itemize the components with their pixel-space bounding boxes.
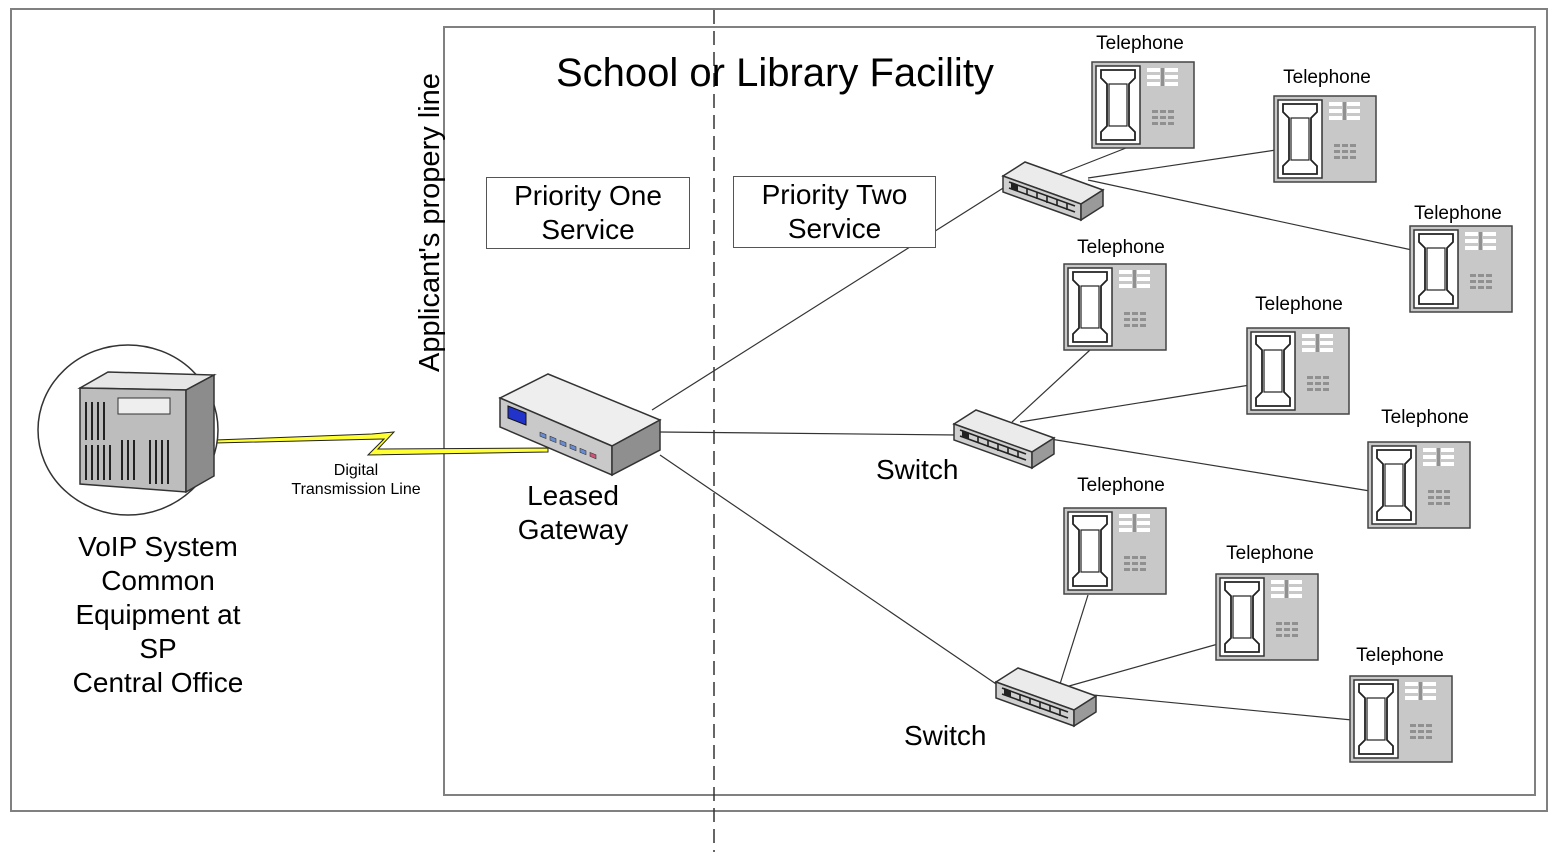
priority-two-line1: Priority Two: [761, 179, 908, 211]
central-office-line-4: SP: [139, 633, 177, 664]
central-office-server-icon: [77, 371, 217, 494]
leased-gateway-icon: [498, 373, 662, 477]
central-office-line-2: Common: [101, 565, 215, 596]
facility-title: School or Library Facility: [556, 51, 994, 95]
telephone-label-9: Telephone: [1356, 645, 1444, 666]
central-office-line-5: Central Office: [72, 667, 244, 698]
central-office-line-3: Equipment at: [75, 599, 241, 630]
central-office-line-1: VoIP System: [78, 531, 238, 562]
telephone-icon-5: [1246, 327, 1350, 415]
link-gateway-switch3: [659, 454, 1003, 689]
gateway-line1: Leased: [527, 480, 619, 511]
link-switch3-phone7: [1059, 594, 1089, 685]
facility-frame: [443, 26, 1536, 796]
link-switch2-phone6: [1037, 436, 1371, 492]
transmission-line1: Digital: [333, 462, 379, 479]
telephone-label-6: Telephone: [1381, 407, 1469, 428]
switch-icon-1: [1002, 161, 1104, 221]
telephone-label-4: Telephone: [1077, 237, 1165, 258]
telephone-label-3: Telephone: [1414, 203, 1502, 224]
link-switch1-phone1: [1059, 147, 1127, 175]
gateway-label: Leased Gateway: [518, 479, 629, 547]
property-line-label: Applicant's propery line: [414, 73, 446, 372]
link-gateway-switch1: [651, 184, 1009, 411]
telephone-label-8: Telephone: [1226, 543, 1314, 564]
gateway-line2: Gateway: [517, 514, 629, 545]
link-switch3-phone8: [1061, 643, 1219, 689]
transmission-label: Digital Transmission Line: [291, 461, 420, 499]
link-gateway-switch2: [659, 431, 959, 436]
priority-one-line1: Priority One: [514, 180, 662, 212]
priority-one-box: Priority One Service: [486, 177, 690, 249]
telephone-label-2: Telephone: [1283, 67, 1371, 88]
priority-two-box: Priority Two Service: [733, 176, 936, 248]
transmission-line2: Transmission Line: [291, 481, 421, 498]
telephone-icon-6: [1367, 441, 1471, 529]
telephone-icon-3: [1409, 225, 1513, 313]
priority-one-line2: Service: [541, 214, 635, 245]
switch-icon-3: [995, 667, 1097, 727]
priority-two-line2: Service: [787, 213, 882, 244]
telephone-label-7: Telephone: [1077, 475, 1165, 496]
telephone-icon-9: [1349, 675, 1453, 763]
telephone-label-5: Telephone: [1255, 294, 1343, 315]
telephone-icon-8: [1215, 573, 1319, 661]
telephone-icon-2: [1273, 95, 1377, 183]
outer-frame: [10, 8, 1548, 812]
telephone-label-1: Telephone: [1096, 33, 1184, 54]
telephone-icon-7: [1063, 507, 1167, 595]
link-switch1-phone3: [1087, 179, 1413, 251]
telephone-icon-1: [1091, 61, 1195, 149]
link-switch1-phone2: [1087, 149, 1277, 179]
central-office-label: VoIP System Common Equipment at SP Centr…: [73, 530, 244, 700]
link-switch3-phone9: [1061, 691, 1353, 721]
link-switch2-phone4: [1011, 349, 1091, 423]
switch-label-3: Switch: [904, 720, 987, 751]
telephone-icon-4: [1063, 263, 1167, 351]
connections: [651, 147, 1413, 721]
digital-transmission-lightning: [214, 431, 549, 456]
switch-label-2: Switch: [876, 454, 959, 485]
link-switch2-phone5: [1019, 384, 1251, 423]
